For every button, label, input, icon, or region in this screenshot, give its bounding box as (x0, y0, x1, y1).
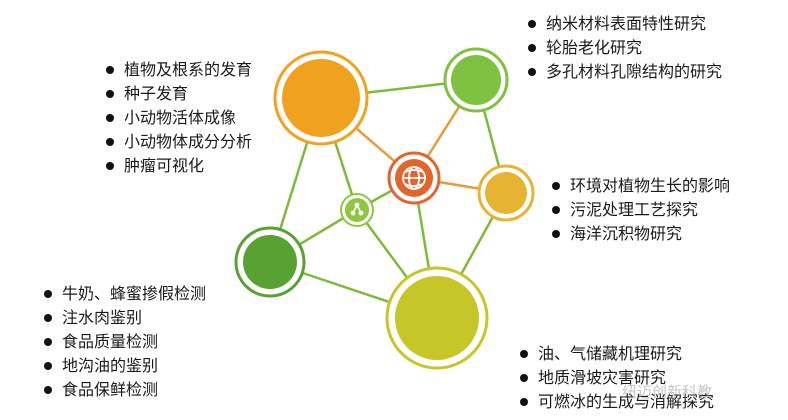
list-item: 纳米材料表面特性研究 (526, 12, 722, 36)
list-item: 食品保鲜检测 (42, 378, 206, 402)
list-bottom-left: 牛奶、蜂蜜掺假检测 注水肉鉴别 食品质量检测 地沟油的鉴别 食品保鲜检测 (42, 282, 206, 402)
list-item: 牛奶、蜂蜜掺假检测 (42, 282, 206, 306)
list-item: 食品质量检测 (42, 330, 206, 354)
yellow-green-circle (385, 266, 489, 370)
orange-circle (273, 50, 369, 146)
list-item: 种子发育 (104, 82, 252, 106)
list-item: 地沟油的鉴别 (42, 354, 206, 378)
share-nodes-icon (340, 193, 374, 227)
list-item: 污泥处理工艺探究 (550, 198, 730, 222)
list-item: 海洋沉积物研究 (550, 222, 730, 246)
list-item: 环境对植物生长的影响 (550, 174, 730, 198)
dark-green-circle (234, 226, 306, 298)
list-item: 地质滑坡灾害研究 (518, 366, 714, 390)
list-top-right: 纳米材料表面特性研究 轮胎老化研究 多孔材料孔隙结构的研究 (526, 12, 722, 84)
list-item: 小动物体成分分析 (104, 130, 252, 154)
amber-circle (477, 164, 535, 222)
watermark: 纽迈创新科教 (622, 383, 713, 401)
list-item: 轮胎老化研究 (526, 36, 722, 60)
list-item: 油、气储藏机理研究 (518, 342, 714, 366)
globe-icon (402, 166, 426, 190)
list-item: 植物及根系的发育 (104, 58, 252, 82)
light-green-circle (443, 47, 509, 113)
list-item: 小动物活体成像 (104, 106, 252, 130)
center-hub (387, 151, 441, 205)
list-item: 多孔材料孔隙结构的研究 (526, 60, 722, 84)
list-bottom-right: 油、气储藏机理研究 地质滑坡灾害研究 可燃冰的生成与消解探究 (518, 342, 714, 414)
list-top-left: 植物及根系的发育 种子发育 小动物活体成像 小动物体成分分析 肿瘤可视化 (104, 58, 252, 178)
list-item: 可燃冰的生成与消解探究 (518, 390, 714, 414)
list-item: 肿瘤可视化 (104, 154, 252, 178)
list-mid-right: 环境对植物生长的影响 污泥处理工艺探究 海洋沉积物研究 (550, 174, 730, 246)
list-item: 注水肉鉴别 (42, 306, 206, 330)
